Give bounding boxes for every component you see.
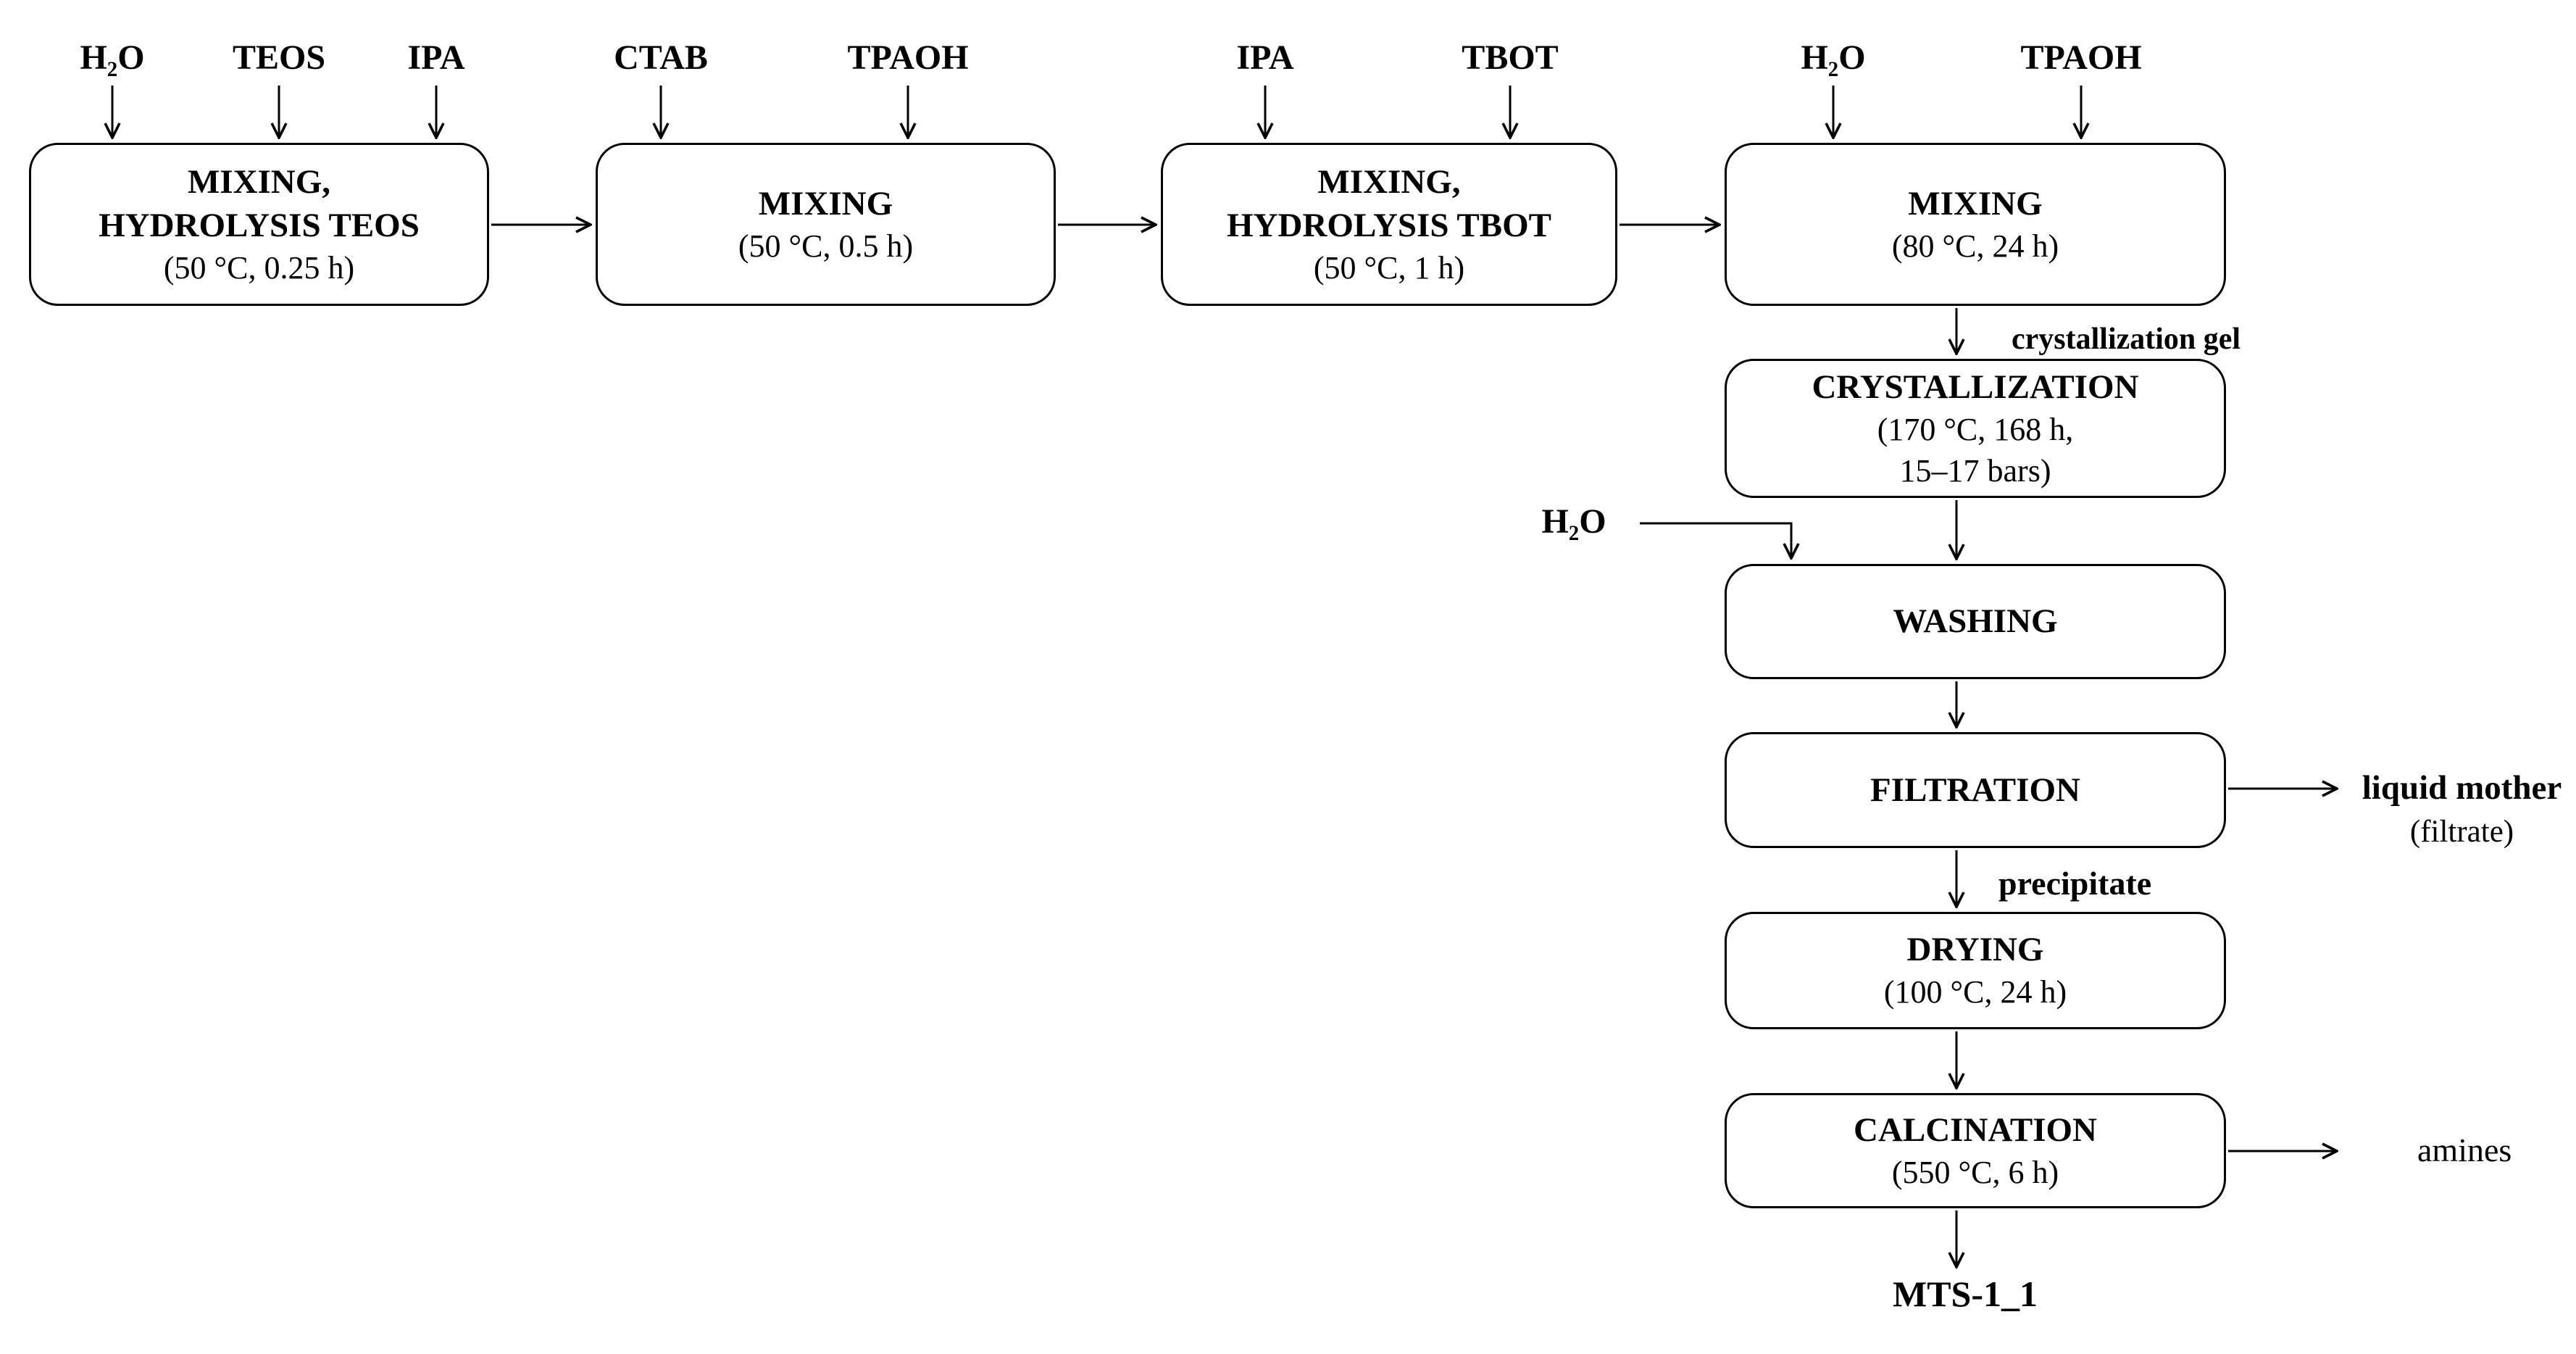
- box-condition: 15–17 bars): [1899, 453, 2051, 489]
- process-box-drying: DRYING (100 °C, 24 h): [1725, 912, 2226, 1029]
- output-label-amines: amines: [2417, 1131, 2512, 1168]
- process-box-washing: WASHING: [1725, 564, 2226, 679]
- box-condition: (100 °C, 24 h): [1883, 974, 2067, 1010]
- process-box-filtration: FILTRATION: [1725, 732, 2226, 848]
- process-box-calcination: CALCINATION (550 °C, 6 h): [1725, 1093, 2226, 1208]
- liquid-mother-text: liquid mother: [2362, 769, 2562, 807]
- box-title-line: FILTRATION: [1870, 771, 2080, 809]
- arrow-h2o-to-washing: [1640, 522, 1791, 558]
- process-box-mixing-hydrolysis-teos: MIXING, HYDROLYSIS TEOS (50 °C, 0.25 h): [29, 143, 489, 306]
- input-label-h2o-washing: H₂O: [1541, 502, 1606, 541]
- input-label-tpaoh-1: TPAOH: [847, 38, 969, 77]
- process-box-mixing-2: MIXING (80 °C, 24 h): [1725, 143, 2226, 306]
- box-condition: (170 °C, 168 h,: [1877, 411, 2074, 447]
- box-title-line: DRYING: [1906, 931, 2044, 969]
- input-label-tbot: TBOT: [1462, 38, 1559, 77]
- box-title-line: MIXING: [1908, 184, 2043, 223]
- product-label: MTS-1_1: [1893, 1274, 2038, 1314]
- box-title-line: CRYSTALLIZATION: [1812, 367, 2139, 406]
- input-label-teos: TEOS: [232, 38, 326, 77]
- box-condition: (50 °C, 1 h): [1313, 250, 1465, 286]
- stream-label-precipitate: precipitate: [1998, 865, 2152, 902]
- process-box-mixing-hydrolysis-tbot: MIXING, HYDROLYSIS TBOT (50 °C, 1 h): [1161, 143, 1617, 306]
- process-box-crystallization: CRYSTALLIZATION (170 °C, 168 h, 15–17 ba…: [1725, 359, 2226, 498]
- box-title-line: MIXING,: [1317, 162, 1461, 201]
- box-condition: (550 °C, 6 h): [1891, 1154, 2059, 1190]
- input-label-tpaoh-2: TPAOH: [2020, 38, 2142, 77]
- input-label-h2o-1: H₂O: [80, 38, 145, 77]
- input-label-ipa-2: IPA: [1236, 38, 1294, 77]
- output-label-liquid-mother: liquid mother (filtrate): [2348, 765, 2576, 853]
- input-label-ipa-1: IPA: [407, 38, 465, 77]
- box-title-line: HYDROLYSIS TBOT: [1227, 206, 1551, 244]
- input-label-h2o-2: H₂O: [1801, 38, 1866, 77]
- box-condition: (50 °C, 0.5 h): [738, 228, 914, 264]
- process-box-mixing-1: MIXING (50 °C, 0.5 h): [596, 143, 1056, 306]
- stream-label-crystallization-gel: crystallization gel: [2012, 323, 2241, 356]
- box-condition: (80 °C, 24 h): [1891, 228, 2059, 264]
- filtrate-text: (filtrate): [2409, 815, 2514, 850]
- box-title-line: CALCINATION: [1854, 1110, 2097, 1149]
- box-condition: (50 °C, 0.25 h): [163, 250, 355, 286]
- input-label-ctab: CTAB: [614, 38, 708, 77]
- box-title-line: MIXING,: [187, 162, 331, 201]
- box-title-line: WASHING: [1893, 602, 2058, 641]
- box-title-line: HYDROLYSIS TEOS: [99, 206, 420, 244]
- box-title-line: MIXING: [758, 184, 893, 223]
